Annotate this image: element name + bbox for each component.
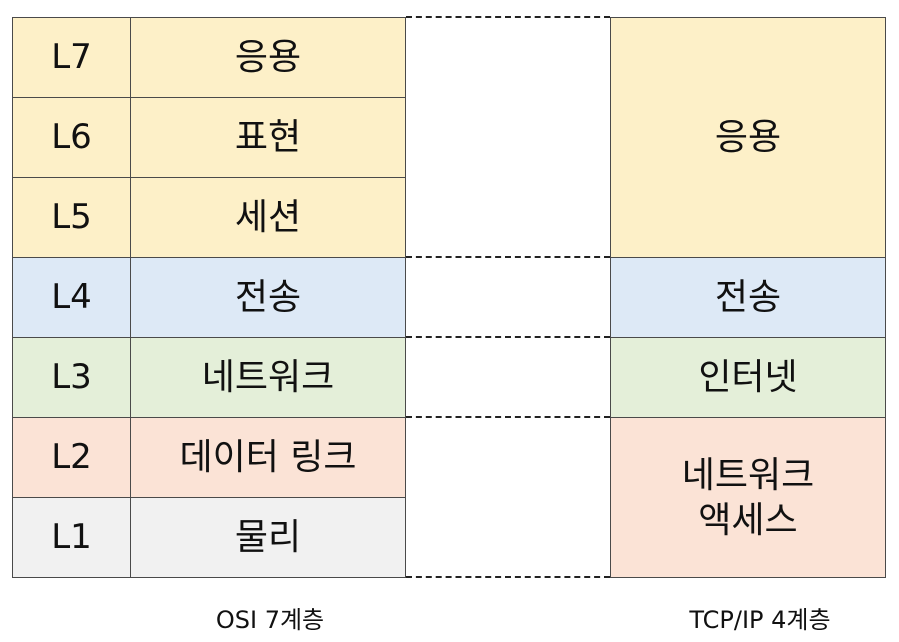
connector-line-top [406, 16, 610, 18]
osi-layer-id-l6: L6 [12, 97, 131, 178]
connector-line-application-transport [406, 256, 610, 258]
connector-line-transport-internet [406, 336, 610, 338]
osi-layer-name-physical: 물리 [130, 497, 406, 578]
osi-layer-name-data-link: 데이터 링크 [130, 417, 406, 498]
tcpip-layer-internet: 인터넷 [610, 337, 886, 418]
osi-layer-name-presentation: 표현 [130, 97, 406, 178]
osi-layer-name-application: 응용 [130, 17, 406, 98]
osi-layer-name-network: 네트워크 [130, 337, 406, 418]
tcpip-layer-transport: 전송 [610, 257, 886, 338]
osi-layer-id-l7: L7 [12, 17, 131, 98]
osi-layer-id-l5: L5 [12, 177, 131, 258]
tcpip-layer-network-access: 네트워크 액세스 [610, 417, 886, 578]
osi-layer-id-l2: L2 [12, 417, 131, 498]
osi-layer-name-transport: 전송 [130, 257, 406, 338]
tcpip-layer-application: 응용 [610, 17, 886, 258]
connector-line-internet-access [406, 416, 610, 418]
osi-layer-id-l3: L3 [12, 337, 131, 418]
osi-caption: OSI 7계층 [215, 606, 325, 634]
tcpip-caption: TCP/IP 4계층 [689, 606, 831, 634]
osi-layer-id-l4: L4 [12, 257, 131, 338]
osi-layer-id-l1: L1 [12, 497, 131, 578]
osi-layer-name-session: 세션 [130, 177, 406, 258]
connector-line-bottom [406, 576, 610, 578]
